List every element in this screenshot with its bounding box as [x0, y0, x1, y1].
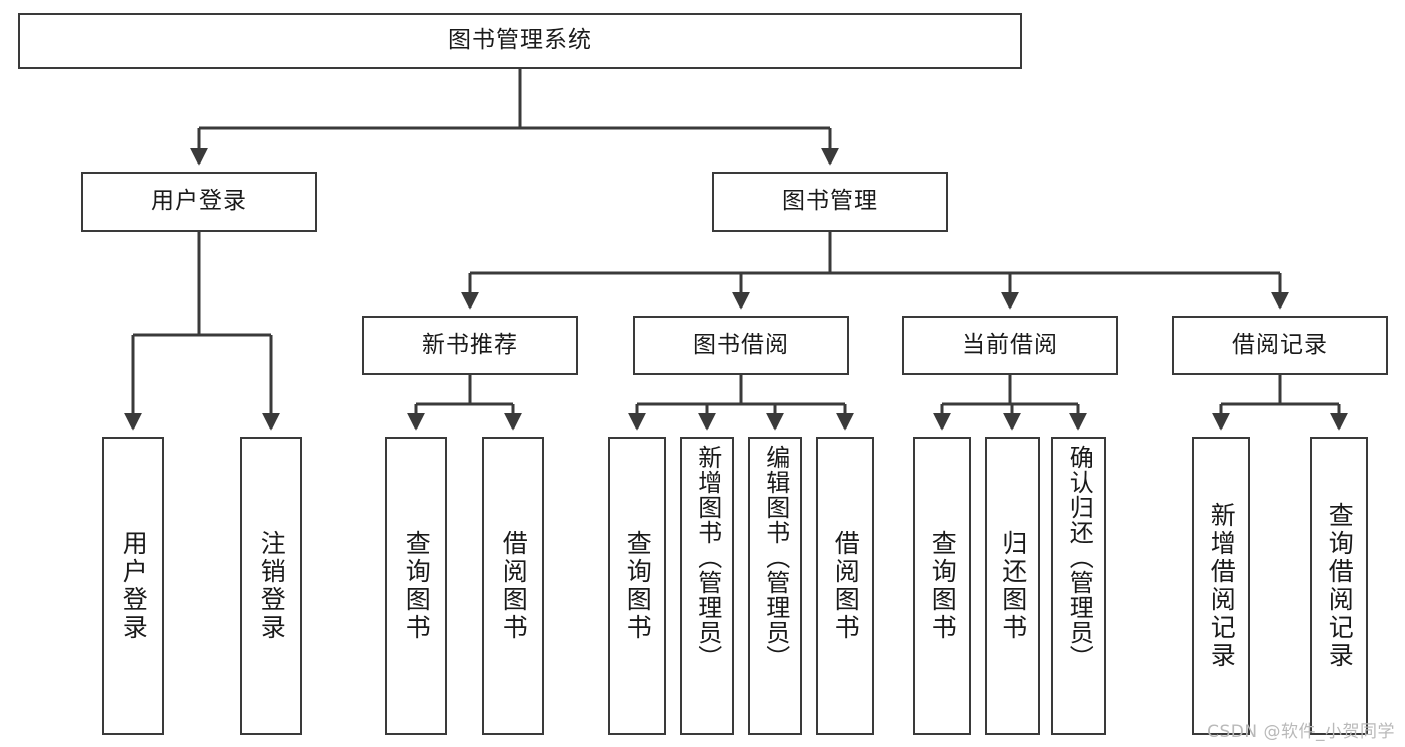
node-label: 注销登录 [257, 530, 287, 642]
node-leaf-add-borrow-record[interactable]: 新增借阅记录 [1192, 437, 1250, 735]
node-borrow-record[interactable]: 借阅记录 [1172, 316, 1388, 375]
node-label: 借阅记录 [1232, 331, 1328, 358]
node-book-manage[interactable]: 图书管理 [712, 172, 948, 232]
node-leaf-borrow-book[interactable]: 借阅图书 [816, 437, 874, 735]
node-current-borrow[interactable]: 当前借阅 [902, 316, 1118, 375]
node-label: 当前借阅 [962, 331, 1058, 358]
node-label: 编辑图书（管理员） [761, 445, 790, 670]
node-book-borrow[interactable]: 图书借阅 [633, 316, 849, 375]
node-leaf-query-borrow-record[interactable]: 查询借阅记录 [1310, 437, 1368, 735]
node-user-login[interactable]: 用户登录 [81, 172, 317, 232]
node-leaf-query-book-current[interactable]: 查询图书 [913, 437, 971, 735]
node-leaf-return-book[interactable]: 归还图书 [985, 437, 1040, 735]
node-label: 查询图书 [402, 530, 432, 642]
node-leaf-user-login[interactable]: 用户登录 [102, 437, 164, 735]
node-leaf-confirm-return-admin[interactable]: 确认归还（管理员） [1051, 437, 1106, 735]
node-label: 用户登录 [119, 530, 149, 642]
node-label: 借阅图书 [831, 530, 861, 642]
node-label: 图书借阅 [693, 331, 789, 358]
node-label: 新增借阅记录 [1207, 502, 1237, 670]
node-label: 图书管理系统 [448, 27, 592, 54]
node-leaf-query-book-recommend[interactable]: 查询图书 [385, 437, 447, 735]
node-leaf-edit-book-admin[interactable]: 编辑图书（管理员） [748, 437, 802, 735]
node-label: 借阅图书 [499, 530, 529, 642]
node-leaf-add-book-admin[interactable]: 新增图书（管理员） [680, 437, 734, 735]
node-label: 新增图书（管理员） [693, 445, 722, 670]
node-leaf-borrow-book-recommend[interactable]: 借阅图书 [482, 437, 544, 735]
node-leaf-logout[interactable]: 注销登录 [240, 437, 302, 735]
node-label: 新书推荐 [422, 331, 518, 358]
node-label: 归还图书 [998, 530, 1028, 642]
node-root-system[interactable]: 图书管理系统 [18, 13, 1022, 69]
node-label: 确认归还（管理员） [1065, 445, 1094, 670]
csdn-watermark: CSDN @软件_小贺同学 [1207, 722, 1395, 742]
node-label: 用户登录 [151, 188, 247, 215]
node-label: 查询借阅记录 [1325, 502, 1355, 670]
node-label: 查询图书 [928, 530, 958, 642]
node-label: 图书管理 [782, 188, 878, 215]
node-label: 查询图书 [623, 530, 653, 642]
node-new-book-recommend[interactable]: 新书推荐 [362, 316, 578, 375]
node-leaf-query-book-borrow[interactable]: 查询图书 [608, 437, 666, 735]
